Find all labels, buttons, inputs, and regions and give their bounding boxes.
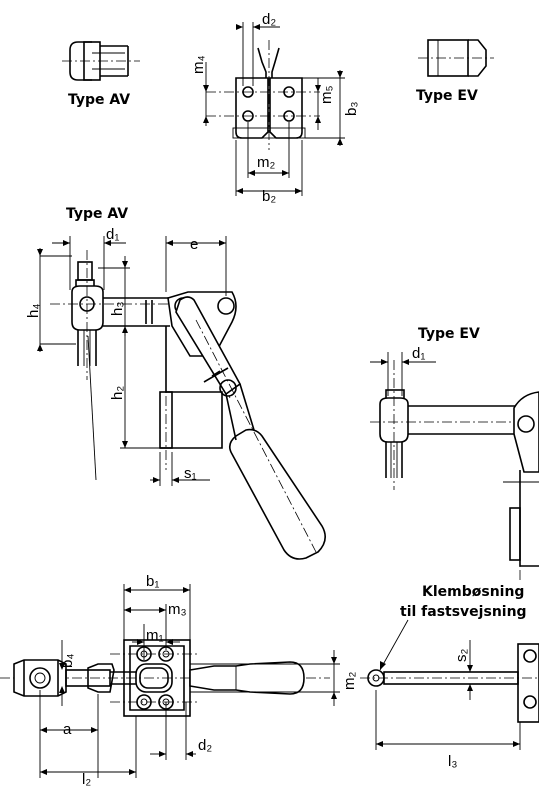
type-av-side-label: Type AV bbox=[66, 206, 128, 222]
dim-d2-plan: d₂ bbox=[198, 737, 212, 754]
type-av-side-view bbox=[37, 236, 326, 560]
dim-m2-plan: m₂ bbox=[341, 672, 358, 690]
dim-m5: m₅ bbox=[318, 85, 335, 104]
note-label-line1: Klembøsning bbox=[422, 584, 524, 600]
type-av-spindle-icon bbox=[62, 41, 140, 81]
dim-h2: h₂ bbox=[109, 386, 126, 400]
dim-s1: s₁ bbox=[184, 465, 197, 482]
type-ev-top-label: Type EV bbox=[416, 88, 478, 104]
dim-d1-ev: d₁ bbox=[412, 345, 425, 362]
dim-m2-top: m₂ bbox=[257, 154, 275, 171]
dim-l3: l₃ bbox=[448, 753, 457, 770]
dim-h3: h₃ bbox=[109, 302, 126, 316]
type-ev-side-label: Type EV bbox=[418, 326, 480, 342]
dim-b2: b₂ bbox=[262, 188, 276, 205]
dim-b1: b₁ bbox=[146, 573, 159, 590]
dim-a: a bbox=[63, 721, 72, 738]
dim-d2-top: d₂ bbox=[262, 11, 276, 28]
type-ev-side-view bbox=[370, 352, 539, 580]
mounting-base-view bbox=[203, 22, 345, 196]
plan-view bbox=[0, 584, 340, 778]
type-ev-spindle-icon bbox=[418, 39, 494, 77]
dim-d1-av: d₁ bbox=[106, 226, 119, 243]
note-label-line2: til fastsvejsning bbox=[400, 604, 527, 620]
dim-h4: h₄ bbox=[25, 304, 42, 318]
dim-b3: b₃ bbox=[343, 102, 360, 116]
dim-b4: b₄ bbox=[59, 654, 76, 668]
dim-m4: m₄ bbox=[190, 55, 207, 74]
dim-m3: m₃ bbox=[168, 601, 187, 618]
dim-e: e bbox=[190, 236, 198, 253]
type-av-top-label: Type AV bbox=[68, 92, 130, 108]
dim-m1: m₁ bbox=[146, 627, 164, 644]
dim-s2: s₂ bbox=[453, 649, 470, 663]
dim-l2: l₂ bbox=[82, 771, 91, 788]
ev-plan-view bbox=[360, 619, 539, 750]
